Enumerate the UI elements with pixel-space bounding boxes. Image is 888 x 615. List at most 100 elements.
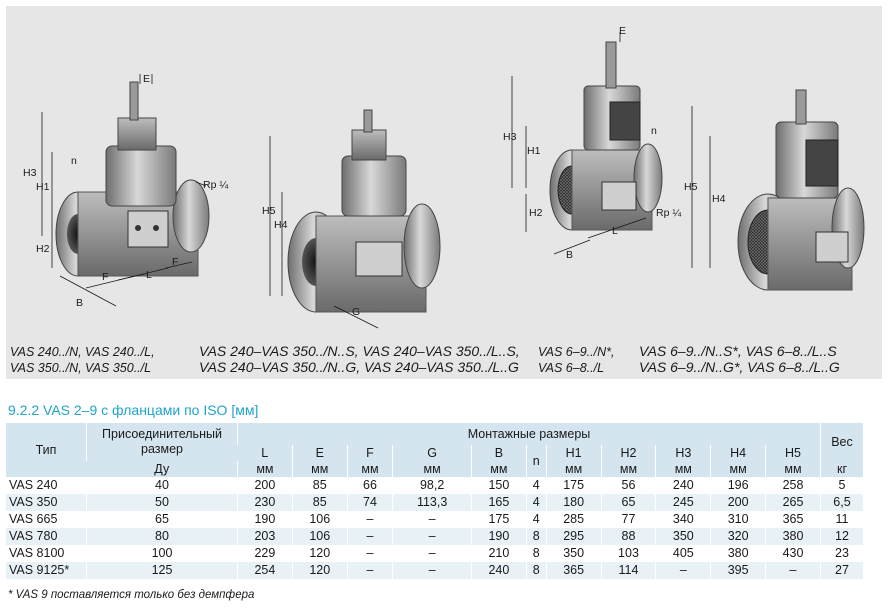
fig1-label-l: L: [146, 269, 152, 281]
table-cell: –: [392, 545, 472, 562]
fig1-label-n: n: [71, 155, 77, 167]
table-cell: 190: [470, 528, 527, 545]
table-cell: –: [346, 545, 393, 562]
th-connection-sub: Ду: [86, 461, 238, 477]
th-unit-h3: мм: [655, 461, 711, 477]
th-weight: Вес: [820, 423, 863, 461]
table-cell: –: [655, 562, 711, 579]
table-cell: 365: [765, 511, 821, 528]
table-cell: 23: [820, 545, 863, 562]
table-cell: 106: [291, 528, 348, 545]
table-cell: 350: [655, 528, 711, 545]
table-cell: 240: [655, 477, 711, 494]
fig1-label-b: B: [76, 297, 83, 309]
table-cell: 175: [545, 477, 602, 494]
table-cell: 350: [545, 545, 602, 562]
th-col-h3: H3: [655, 445, 711, 461]
table-cell: 320: [710, 528, 766, 545]
fig3-label-h2: H2: [529, 207, 543, 219]
th-unit-b: мм: [470, 461, 527, 477]
table-cell: 4: [525, 494, 547, 511]
table-cell: 56: [600, 477, 656, 494]
table-cell: 40: [86, 477, 238, 494]
table-cell: 200: [237, 477, 293, 494]
cell-type: VAS 350: [6, 494, 87, 511]
th-type: Тип: [6, 423, 87, 477]
table-cell: –: [392, 562, 472, 579]
table-cell: 106: [291, 511, 348, 528]
table-cell: 405: [655, 545, 711, 562]
fig3-label-l: L: [612, 225, 618, 237]
dimensions-table: Тип Присоединительный размер Монтажные р…: [6, 423, 863, 579]
table-cell: 98,2: [392, 477, 472, 494]
fig1-label-f-right: F: [172, 256, 178, 268]
table-cell: 65: [600, 494, 656, 511]
table-cell: 12: [820, 528, 863, 545]
table-cell: 340: [655, 511, 711, 528]
table-cell: 120: [291, 545, 348, 562]
table-cell: –: [346, 528, 393, 545]
th-unit-e: мм: [291, 461, 348, 477]
cell-type: VAS 8100: [6, 545, 87, 562]
fig2-label-h4: H4: [274, 219, 288, 231]
cell-type: VAS 665: [6, 511, 87, 528]
th-col-b: B: [470, 445, 527, 461]
drawings-panel: E H3 H1 H2 n Rp ¼ F F L B H: [6, 6, 882, 379]
th-col-h2: H2: [600, 445, 656, 461]
table-cell: 295: [545, 528, 602, 545]
cell-type: VAS 9125*: [6, 562, 87, 579]
fig3-label-e: E: [619, 25, 626, 37]
fig3-label-h1: H1: [527, 145, 541, 157]
fig1-label-f-left: F: [102, 271, 108, 283]
table-cell: 88: [600, 528, 656, 545]
table-cell: 5: [820, 477, 863, 494]
table-cell: 150: [470, 477, 527, 494]
th-col-f: F: [346, 445, 393, 461]
fig3-label-h3: H3: [503, 131, 517, 143]
fig4-label-h5: H5: [684, 181, 698, 193]
fig3-label-b: B: [566, 249, 573, 261]
th-col-g: G: [392, 445, 472, 461]
fig3-label-rp: Rp ¼: [656, 207, 681, 219]
table-cell: 74: [346, 494, 393, 511]
th-col-e: E: [291, 445, 348, 461]
table-cell: 380: [710, 545, 766, 562]
table-cell: 6,5: [820, 494, 863, 511]
fig1-label-h3: H3: [23, 167, 37, 179]
table-cell: 165: [470, 494, 527, 511]
th-weight-unit: кг: [820, 461, 863, 477]
cell-type: VAS 240: [6, 477, 87, 494]
th-unit-h1: мм: [545, 461, 602, 477]
th-col-l: L: [237, 445, 293, 461]
table-cell: 200: [710, 494, 766, 511]
table-cell: 8: [525, 528, 547, 545]
table-cell: 430: [765, 545, 821, 562]
table-cell: –: [765, 562, 821, 579]
table-cell: 4: [525, 511, 547, 528]
table-cell: 113,3: [392, 494, 472, 511]
table-cell: 125: [86, 562, 238, 579]
table-cell: 395: [710, 562, 766, 579]
th-mounting-group: Монтажные размеры: [237, 423, 821, 445]
table-cell: 265: [765, 494, 821, 511]
th-unit-g: мм: [392, 461, 472, 477]
fig3-caption: VAS 6–9../N*, VAS 6–8../L: [538, 345, 615, 375]
table-cell: 85: [291, 477, 348, 494]
th-unit-l: мм: [237, 461, 293, 477]
table-cell: 85: [291, 494, 348, 511]
fig1-label-e: E: [143, 73, 150, 85]
table-cell: 210: [470, 545, 527, 562]
table-cell: 27: [820, 562, 863, 579]
th-col-h4: H4: [710, 445, 766, 461]
table-cell: 114: [600, 562, 656, 579]
table-cell: –: [346, 511, 393, 528]
fig1-label-h2: H2: [36, 243, 50, 255]
valve-drawings: E H3 H1 H2 n Rp ¼ F F L B H: [23, 25, 865, 329]
fig4-caption: VAS 6–9../N..S*, VAS 6–8../L..S VAS 6–9.…: [639, 343, 840, 375]
